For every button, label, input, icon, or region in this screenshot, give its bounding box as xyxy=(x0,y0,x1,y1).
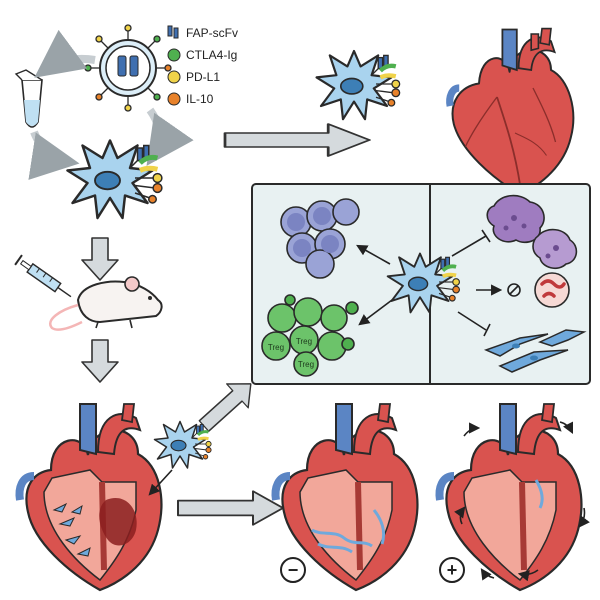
heart-reduced-fibrosis xyxy=(276,404,418,590)
mechanism-panel: Treg Treg Treg xyxy=(251,183,591,385)
yellow-dot-icon xyxy=(167,70,181,84)
legend-label-pd-l1: PD-L1 xyxy=(186,70,220,84)
macrophage-cells xyxy=(486,194,578,270)
treg-label: Treg xyxy=(268,343,284,352)
mouse-icon xyxy=(49,276,163,331)
legend-label-ctla4-ig: CTLA4-Ig xyxy=(186,48,237,62)
effector-t-cell-cluster xyxy=(280,198,360,279)
plus-sign-icon: + xyxy=(439,557,465,583)
legend-item-pd-l1: PD-L1 xyxy=(167,70,220,84)
dendritic-cell-top xyxy=(315,49,400,121)
viral-vector xyxy=(84,24,172,112)
arrow-to-treg-expansion xyxy=(358,299,393,326)
arrow-mouse-to-heart xyxy=(81,339,119,383)
legend-item-fap-scfv: FAP-scFv xyxy=(167,25,238,40)
heart-injured xyxy=(20,404,162,590)
arrow-virus-to-tube xyxy=(34,29,96,78)
arrow-to-effector-cells xyxy=(356,244,391,265)
arrow-tube-to-dc xyxy=(28,130,80,180)
neutrophil-cell xyxy=(534,272,570,308)
heart-improved-function xyxy=(440,404,582,590)
svg-text:−: − xyxy=(288,560,299,580)
green-dot-icon xyxy=(167,48,181,62)
treg-label: Treg xyxy=(296,337,312,346)
svg-text:+: + xyxy=(447,560,458,580)
treg-cluster xyxy=(261,294,359,377)
legend-label-il-10: IL-10 xyxy=(186,92,214,106)
dendritic-cell-injected xyxy=(153,420,213,469)
fibroblast-cells xyxy=(483,329,587,373)
heart-healthy xyxy=(450,29,574,195)
legend-item-ctla4-ig: CTLA4-Ig xyxy=(167,48,237,62)
engineered-dendritic-cell xyxy=(66,139,162,220)
fap-scfv-antibody-icon xyxy=(167,25,179,39)
motion-arrows xyxy=(454,421,590,582)
legend: FAP-scFv CTLA4-Ig PD-L1 IL-10 xyxy=(167,25,238,106)
legend-item-il-10: IL-10 xyxy=(167,92,214,106)
syringe-icon xyxy=(14,254,72,298)
arrow-dc-to-infarct xyxy=(148,469,173,496)
treg-label: Treg xyxy=(298,360,314,369)
arrow-dc-to-healthy-heart xyxy=(223,122,371,158)
orange-dot-icon xyxy=(167,92,181,106)
minus-sign-icon: − xyxy=(280,557,306,583)
tube-icon xyxy=(14,69,43,128)
arrow-to-outcomes xyxy=(177,490,284,526)
inhibition-markers xyxy=(451,229,491,337)
arrow-virus-to-dc xyxy=(146,107,194,166)
block-icon xyxy=(507,283,521,297)
legend-label-fap-scfv: FAP-scFv xyxy=(186,26,238,40)
arrow-dc-to-injection xyxy=(81,237,119,281)
